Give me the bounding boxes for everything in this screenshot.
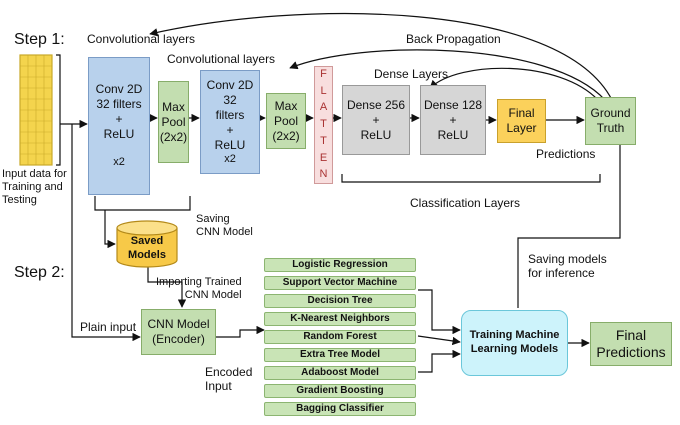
ml-model-item: Decision Tree — [264, 294, 416, 308]
training-ml-box: Training Machine Learning Models — [461, 310, 568, 376]
saved-models-cylinder — [116, 220, 178, 268]
step-2-label: Step 2: — [14, 264, 65, 281]
conv-layers-header-2: Convolutional layers — [167, 52, 276, 66]
ml-model-item: Logistic Regression — [264, 258, 416, 272]
plain-input-label: Plain input — [80, 320, 137, 334]
conv2d-1-repeat: x2 — [113, 156, 125, 169]
predictions-label: Predictions — [536, 147, 596, 161]
input-grid — [19, 54, 53, 166]
cnn-encoder-box: CNN Model (Encoder) — [141, 309, 216, 355]
ml-model-item: Adaboost Model — [264, 366, 416, 380]
ml-model-item: Support Vector Machine — [264, 276, 416, 290]
importing-trained-label: Importing Trained CNN Model — [156, 276, 242, 302]
ml-model-item: Gradient Boosting — [264, 384, 416, 398]
input-data-label: Input data for Training and Testing — [2, 168, 67, 207]
conv-layers-header-1: Convolutional layers — [87, 32, 196, 46]
saving-cnn-label: Saving CNN Model — [196, 213, 253, 239]
step-1-label: Step 1: — [14, 31, 65, 48]
dense-256-box: Dense 256 + ReLU — [342, 85, 410, 155]
dense-128-box: Dense 128 + ReLU — [420, 85, 486, 155]
conv2d-1-text: Conv 2D 32 filters + ReLU — [95, 82, 143, 142]
saved-models-label: Saved Models — [128, 235, 166, 261]
encoded-input-label: Encoded Input — [205, 365, 253, 394]
final-predictions-box: Final Predictions — [590, 322, 672, 366]
dense-layers-label: Dense Layers — [374, 67, 449, 81]
conv2d-block-2: Conv 2D 32 filters + ReLU x2 — [200, 70, 260, 174]
conv2d-2-text: Conv 2D 32 filters + ReLU — [206, 77, 254, 152]
ml-model-item: Bagging Classifier — [264, 402, 416, 416]
max-pool-2: Max Pool (2x2) — [266, 93, 306, 149]
conv2d-block-1: Conv 2D 32 filters + ReLU x2 — [88, 57, 150, 195]
max-pool-1: Max Pool (2x2) — [158, 81, 189, 163]
back-propagation-label: Back Propagation — [406, 32, 501, 46]
classification-layers-label: Classification Layers — [410, 196, 521, 210]
ml-model-item: Random Forest — [264, 330, 416, 344]
ml-model-item: K-Nearest Neighbors — [264, 312, 416, 326]
ml-model-item: Extra Tree Model — [264, 348, 416, 362]
conv2d-2-repeat: x2 — [224, 152, 236, 165]
final-layer-box: Final Layer — [497, 99, 546, 143]
ground-truth-box: Ground Truth — [585, 97, 636, 145]
saving-models-inference-label: Saving models for inference — [528, 252, 607, 281]
flatten-layer: F L A T T E N — [314, 66, 333, 184]
